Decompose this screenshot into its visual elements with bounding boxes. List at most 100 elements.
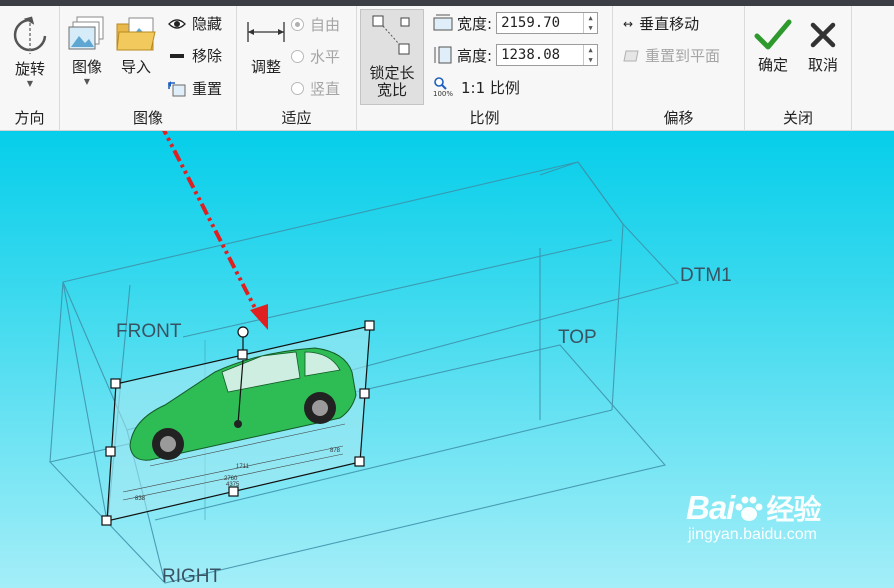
baidu-jingyan-watermark: Bai 经验 jingyan.baidu.com [686, 488, 821, 544]
car-illustration: 1711 2760 4375 838 878 [122, 347, 357, 502]
rotate-handle[interactable] [237, 326, 249, 338]
height-label: 高度: [457, 46, 493, 65]
ribbon-toolbar: 旋转 ▼ 方向 图像 ▼ 导入 [0, 6, 894, 131]
hide-button[interactable]: 隐藏 [168, 13, 222, 34]
rotate-icon [13, 16, 47, 54]
rotate-button[interactable]: 旋转 ▼ [7, 16, 53, 88]
free-radio[interactable]: 自由 [291, 14, 340, 35]
offset-group: ↔ 垂直移动 重置到平面 偏移 [613, 6, 745, 131]
resize-handle-bottom-left[interactable] [101, 515, 112, 526]
datum-label-right[interactable]: RIGHT [162, 566, 222, 587]
datum-label-top[interactable]: TOP [558, 327, 597, 348]
paw-logo-icon [735, 496, 763, 521]
height-value: 1238.08 [501, 47, 561, 63]
height-input[interactable]: 1238.08 ▲▼ [496, 44, 599, 66]
remove-icon [170, 53, 184, 58]
adjust-label: 调整 [250, 58, 281, 76]
rotate-dropdown-icon[interactable]: ▼ [26, 79, 34, 88]
free-radio-indicator [291, 18, 304, 31]
vertical-radio-indicator [291, 82, 304, 95]
double-arrow-icon: ↔ [623, 16, 634, 31]
image-dropdown-icon[interactable]: ▼ [83, 77, 91, 86]
import-label: 导入 [120, 58, 151, 76]
reset-icon [168, 80, 186, 96]
watermark-url: jingyan.baidu.com [688, 526, 817, 543]
close-group-label: 关闭 [782, 109, 813, 127]
resize-handle-right-mid[interactable] [359, 388, 370, 399]
horizontal-radio-indicator [291, 50, 304, 63]
width-icon [433, 14, 453, 31]
resize-handle-bottom-mid[interactable] [228, 486, 239, 497]
ok-label: 确定 [757, 56, 788, 74]
vertical-move-label: 垂直移动 [639, 15, 700, 33]
offset-group-label: 偏移 [663, 109, 694, 127]
dim-838: 838 [135, 496, 146, 502]
fit-group: 调整 自由 水平 竖直 适应 [237, 6, 357, 131]
zoom-icon: 100% [433, 76, 455, 98]
height-spinner[interactable]: ▲▼ [583, 45, 597, 65]
hide-label: 隐藏 [192, 15, 223, 33]
resize-handle-bottom-right[interactable] [354, 456, 365, 467]
watermark-brand-tail: 经验 [766, 494, 821, 525]
datum-label-dtm1[interactable]: DTM1 [680, 265, 732, 286]
reset-to-plane-button[interactable]: 重置到平面 [623, 45, 720, 66]
image-label: 图像 [71, 58, 102, 76]
import-button[interactable]: 导入 [114, 14, 158, 77]
plane-icon [623, 50, 639, 61]
horizontal-radio[interactable]: 水平 [291, 46, 340, 67]
width-value: 2159.70 [501, 15, 561, 31]
width-label: 宽度: [457, 14, 493, 33]
resize-handle-top-left[interactable] [110, 378, 121, 389]
height-control: 高度: 1238.08 ▲▼ [433, 44, 599, 66]
center-point[interactable] [234, 420, 242, 428]
image-button[interactable]: 图像 ▼ [66, 14, 108, 86]
scale-group-label: 比例 [469, 109, 500, 127]
import-folder-icon [116, 17, 156, 51]
reset-to-plane-label: 重置到平面 [645, 47, 721, 65]
eye-icon [168, 18, 186, 29]
ok-button[interactable]: 确定 [751, 18, 795, 75]
reset-label: 重置 [192, 80, 223, 98]
ratio-label: 1:1 比例 [461, 78, 520, 97]
width-input[interactable]: 2159.70 ▲▼ [496, 12, 599, 34]
scale-group: 锁定长 宽比 宽度: 2159.70 ▲▼ 高度: 1238.08 ▲▼ [357, 6, 613, 131]
resize-handle-top-right[interactable] [364, 320, 375, 331]
direction-group-label: 方向 [14, 109, 45, 127]
lock-aspect-button[interactable]: 锁定长 宽比 [360, 9, 424, 105]
remove-label: 移除 [192, 47, 223, 65]
lock-aspect-icon [372, 15, 410, 55]
checkmark-icon [754, 19, 792, 50]
dim-2760: 2760 [224, 476, 238, 482]
image-group: 图像 ▼ 导入 隐藏 移除 [60, 6, 237, 131]
reset-button[interactable]: 重置 [168, 78, 222, 99]
lock-aspect-label-line1: 锁定长 [369, 64, 415, 82]
window-top-strip [0, 0, 894, 6]
close-group: 确定 取消 关闭 [745, 6, 852, 131]
vertical-move-button[interactable]: ↔ 垂直移动 [623, 13, 699, 34]
dim-4375: 4375 [226, 482, 240, 488]
width-control: 宽度: 2159.70 ▲▼ [433, 12, 599, 34]
image-icon [68, 16, 104, 50]
ratio-1to1-button[interactable]: 100% 1:1 比例 [433, 76, 520, 98]
dim-1711: 1711 [236, 464, 250, 470]
adjust-button[interactable]: 调整 [243, 16, 289, 77]
resize-handle-left-mid[interactable] [105, 446, 116, 457]
remove-button[interactable]: 移除 [168, 45, 222, 66]
rotate-label: 旋转 [14, 60, 45, 78]
dim-878: 878 [330, 448, 341, 454]
datum-label-front[interactable]: FRONT [116, 321, 182, 342]
cancel-button[interactable]: 取消 [801, 18, 845, 75]
cancel-label: 取消 [807, 56, 838, 74]
resize-handle-top-mid[interactable] [237, 349, 248, 360]
zoom-badge: 100% [433, 90, 454, 98]
lock-aspect-label-line2: 宽比 [376, 81, 407, 99]
top-plane [48, 344, 667, 584]
width-spinner[interactable]: ▲▼ [583, 13, 597, 33]
free-label: 自由 [310, 16, 341, 34]
datum-planes-drawing: 1711 2760 4375 838 878 [48, 131, 680, 584]
height-icon [434, 46, 452, 64]
annotation-arrow [162, 131, 268, 330]
watermark-brand: Bai [686, 489, 735, 526]
fit-group-label: 适应 [281, 109, 312, 127]
vertical-radio[interactable]: 竖直 [291, 78, 340, 99]
